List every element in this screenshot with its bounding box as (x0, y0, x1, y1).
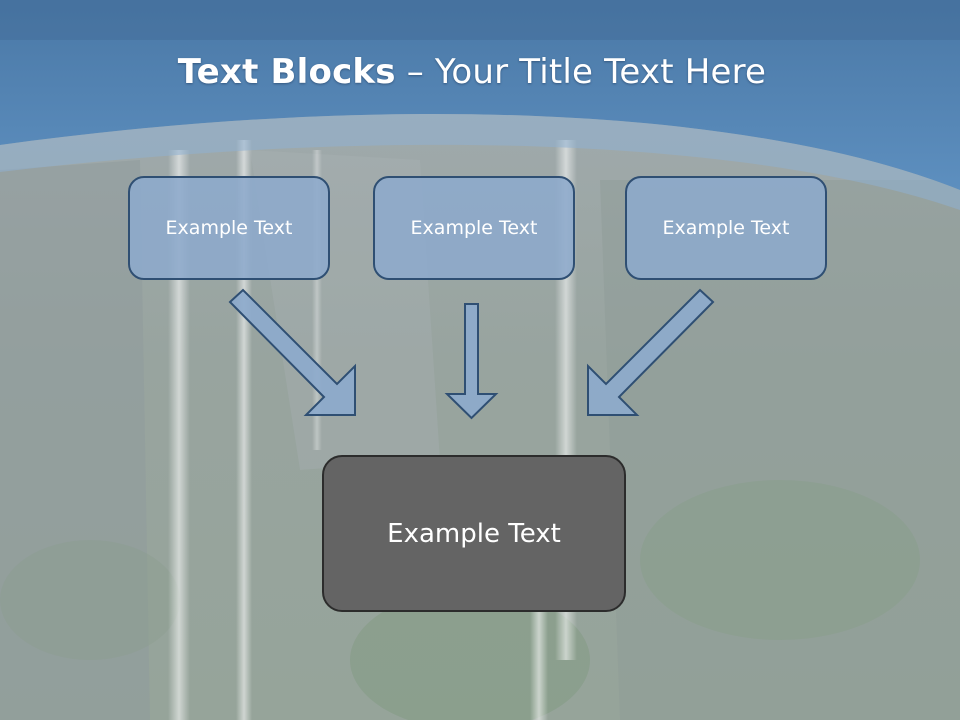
text-block-right[interactable]: Example Text (625, 176, 827, 280)
text-block-middle-label: Example Text (410, 217, 538, 239)
text-block-middle[interactable]: Example Text (373, 176, 575, 280)
arrow-right-to-center (587, 288, 715, 416)
title-rest: Your Title Text Here (434, 52, 767, 92)
arrow-middle-to-center (444, 303, 499, 420)
text-block-left-label: Example Text (165, 217, 293, 239)
text-block-left[interactable]: Example Text (128, 176, 330, 280)
arrow-left-to-center (228, 288, 356, 416)
title-bold-part: Text Blocks (177, 52, 396, 92)
slide-title: Text Blocks – Your Title Text Here (0, 52, 944, 92)
text-block-right-label: Example Text (662, 217, 790, 239)
center-text-block-label: Example Text (387, 518, 561, 549)
title-dash: – (395, 52, 435, 92)
center-text-block[interactable]: Example Text (322, 455, 626, 612)
